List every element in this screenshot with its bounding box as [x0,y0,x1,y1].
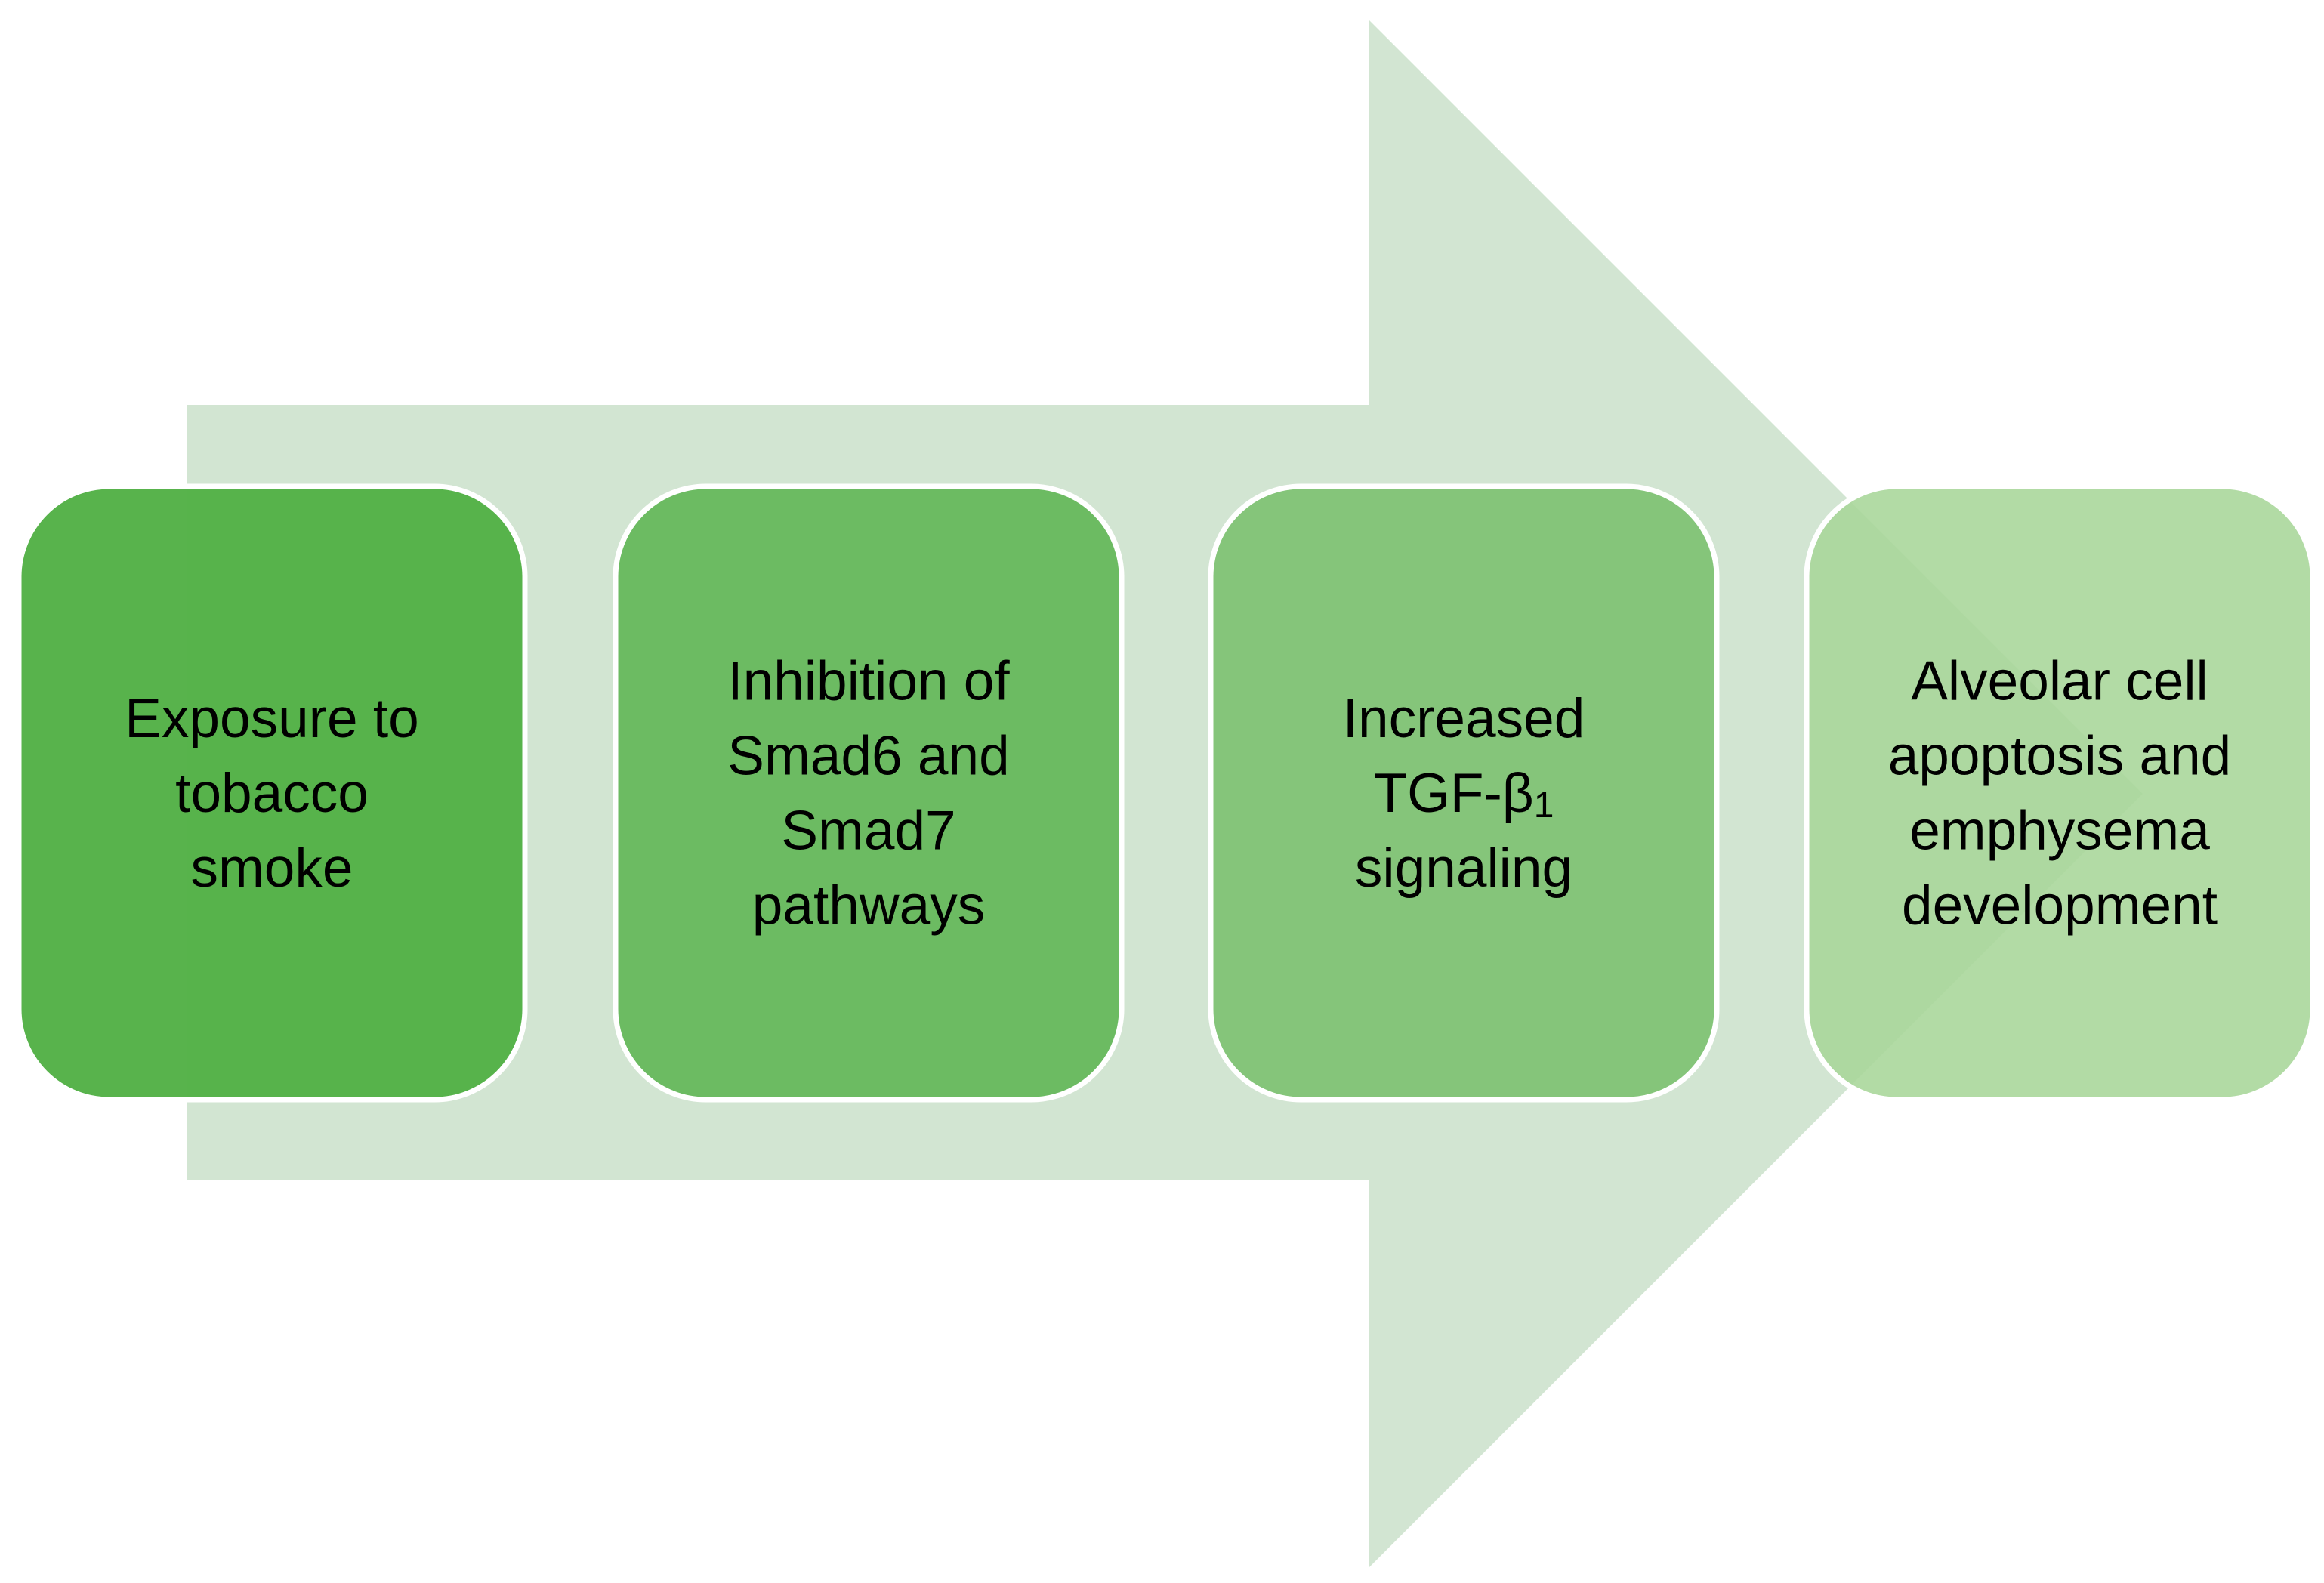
step-box [613,483,1125,1103]
step-label-line: apoptosis and [1888,725,2232,786]
step-label-line: Exposure to [125,688,419,749]
subscript: 1 [1534,785,1554,825]
step-box [16,483,528,1103]
step-label-line: pathways [752,875,985,936]
step-label-line: TGF-β1 [1374,763,1554,825]
step-label-line: emphysema [1909,800,2210,861]
step-label-line: tobacco [175,763,369,824]
step-label-line: Alveolar cell [1911,650,2208,711]
step-1: Exposure to tobacco smoke [16,483,528,1103]
step-label-line: signaling [1355,838,1572,899]
step-label: Alveolar cell apoptosis and emphysema devel… [1888,650,2232,936]
background-arrow [187,20,2143,1568]
step-label-line: development [1902,875,2218,936]
step-label-line: smoke [190,838,353,899]
step-label-line: Inhibition of [727,650,1010,711]
step-label-line: Smad6 and [727,725,1009,786]
step-label-line: Smad7 [781,800,955,861]
step-label: Exposure to tobacco smoke [125,688,419,899]
step-label-line: Increased [1343,688,1585,749]
step-box [1804,483,2316,1103]
step-box [1208,483,1720,1103]
step-4: Alveolar cell apoptosis and emphysema devel… [1804,483,2316,1103]
steps-layer: Exposure to tobacco smoke Inhibition of Smad… [16,483,2316,1103]
